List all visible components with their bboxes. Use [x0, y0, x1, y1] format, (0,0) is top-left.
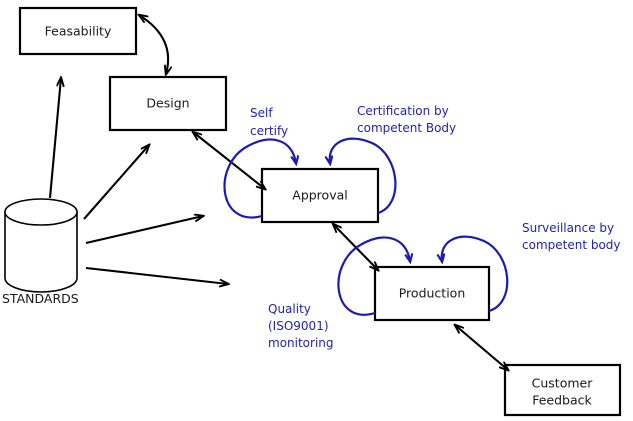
- annotation-surveillance-line2: competent body: [522, 238, 621, 252]
- annotation-quality-line3: monitoring: [268, 336, 334, 350]
- annotation-certification-competent-body: Certification by competent Body: [357, 104, 456, 135]
- annotation-surveillance-competent-body: Surveillance by competent body: [522, 221, 621, 252]
- approval-label: Approval: [292, 188, 347, 203]
- edge-standards-to-feasability: [48, 78, 61, 199]
- loop-certification-competent-body: [330, 137, 397, 215]
- node-approval[interactable]: Approval: [260, 167, 380, 224]
- node-standards[interactable]: STANDARDS: [2, 198, 79, 306]
- node-production[interactable]: Production: [373, 265, 491, 322]
- edge-production-customer-feedback: [455, 325, 508, 370]
- annotation-surveillance-line1: Surveillance by: [522, 221, 614, 235]
- annotation-certification-line1: Certification by: [357, 104, 449, 118]
- feasability-label: Feasability: [45, 24, 112, 39]
- edge-standards-to-design: [83, 145, 149, 220]
- customer-feedback-label-line1: Customer: [532, 376, 594, 391]
- production-box: [373, 265, 491, 322]
- cylinder-body: [4, 211, 78, 293]
- approval-box: [260, 167, 380, 224]
- edge-standards-to-approval: [85, 216, 203, 245]
- customer-feedback-box: [503, 363, 622, 417]
- node-customer-feedback[interactable]: Customer Feedback: [503, 363, 622, 417]
- edge-design-approval: [193, 132, 265, 189]
- cylinder-top: [4, 198, 78, 226]
- edge-standards-to-production: [85, 266, 228, 284]
- loop-quality-monitoring: [337, 236, 410, 316]
- node-feasability[interactable]: Feasability: [18, 6, 138, 56]
- annotation-self-certify-line2: certify: [250, 124, 288, 138]
- standards-label: STANDARDS: [2, 291, 79, 306]
- loop-surveillance-competent-body: [442, 235, 509, 313]
- edge-design-to-feasability: [139, 15, 168, 74]
- annotation-certification-line2: competent Body: [357, 121, 456, 135]
- loop-self-certify: [223, 138, 296, 219]
- annotation-quality-line2: (ISO9001): [268, 319, 329, 333]
- design-box: [108, 75, 228, 132]
- node-design[interactable]: Design: [108, 75, 228, 132]
- customer-feedback-label-line2: Feedback: [532, 393, 592, 408]
- annotation-self-certify-line1: Self: [250, 106, 273, 120]
- annotation-quality-line1: Quality: [268, 302, 311, 316]
- production-label: Production: [399, 286, 466, 301]
- annotation-self-certify: Self certify: [250, 106, 288, 138]
- feasability-box: [18, 6, 138, 56]
- annotation-quality-monitoring: Quality (ISO9001) monitoring: [268, 302, 334, 350]
- design-label: Design: [146, 96, 189, 111]
